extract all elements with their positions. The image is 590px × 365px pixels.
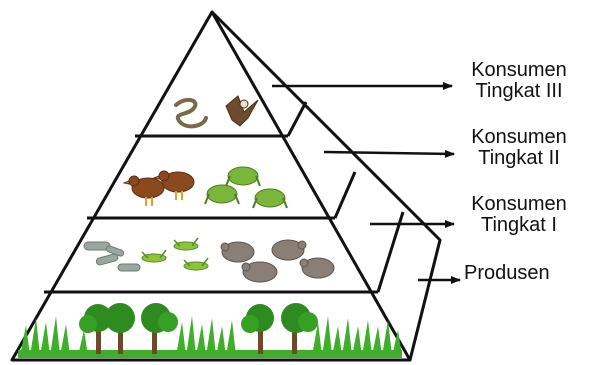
- tertiary-consumer-band: [176, 96, 258, 126]
- label-primary-line1: Konsumen: [455, 194, 583, 215]
- label-secondary-line1: Konsumen: [455, 127, 583, 148]
- label-producer: Produsen: [464, 263, 584, 284]
- chicken-icon: [124, 171, 194, 206]
- pyramid-side-face: [212, 12, 440, 360]
- label-primary-consumer: Konsumen Tingkat I: [455, 194, 583, 236]
- label-tertiary-line2: Tingkat III: [455, 81, 583, 102]
- caterpillar-icon: [84, 242, 140, 271]
- label-producer-line1: Produsen: [464, 263, 584, 284]
- eagle-icon: [226, 96, 258, 126]
- grasshopper-icon: [142, 238, 208, 270]
- primary-consumer-band: [84, 238, 334, 282]
- snake-icon: [176, 100, 206, 126]
- secondary-consumer-band: [124, 167, 287, 208]
- frog-icon: [205, 167, 287, 208]
- label-secondary-consumer: Konsumen Tingkat II: [455, 127, 583, 169]
- label-secondary-line2: Tingkat II: [455, 148, 583, 169]
- arrow-secondary: [324, 152, 454, 154]
- grass-icon: [18, 316, 402, 358]
- label-tertiary-line1: Konsumen: [455, 60, 583, 81]
- mouse-icon: [221, 240, 334, 282]
- label-tertiary-consumer: Konsumen Tingkat III: [455, 60, 583, 102]
- producer-band: [18, 303, 402, 358]
- label-primary-line2: Tingkat I: [455, 215, 583, 236]
